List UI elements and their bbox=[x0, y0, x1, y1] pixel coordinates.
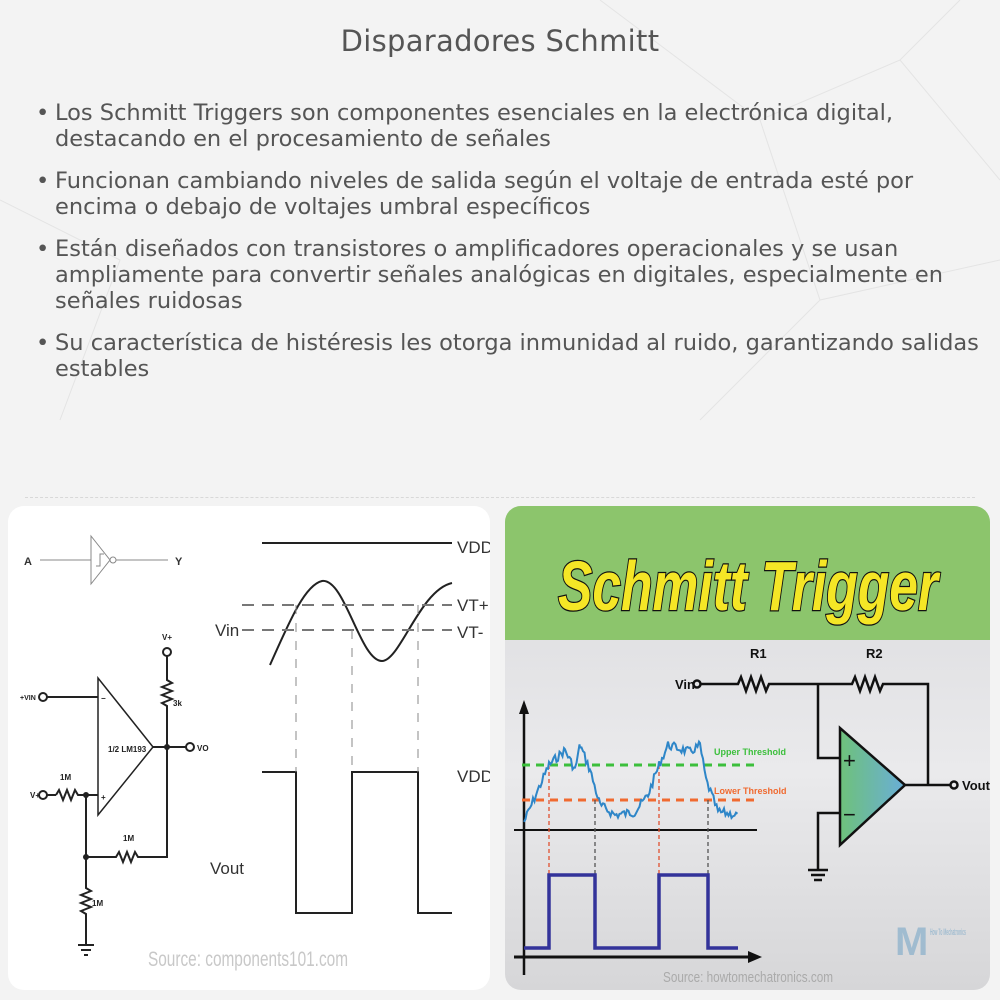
howtomechatronics-logo: M How To Mechatronics bbox=[895, 920, 966, 964]
schmitt-diagram-right: Schmitt Trigger Vin R1 R2 Vout + − bbox=[514, 546, 990, 986]
svg-text:M: M bbox=[895, 920, 928, 964]
bullet-item: •Los Schmitt Triggers son componentes es… bbox=[34, 100, 984, 152]
page-title: Disparadores Schmitt bbox=[340, 24, 660, 58]
r-feedback-label: 1M bbox=[123, 834, 134, 843]
vdd-top-label: VDD bbox=[457, 538, 490, 557]
vin-waveform bbox=[269, 579, 453, 666]
gate-output-label: Y bbox=[175, 556, 183, 568]
vo-label: VO bbox=[197, 744, 209, 753]
square-output-signal bbox=[524, 873, 738, 950]
minus-sign: − bbox=[101, 694, 106, 703]
bullet-item: •Su característica de histéresis les oto… bbox=[34, 330, 984, 382]
bullet-list: •Los Schmitt Triggers son componentes es… bbox=[34, 100, 984, 398]
lm193-circuit bbox=[38, 647, 195, 956]
vin-label: Vin bbox=[675, 677, 695, 692]
minus-sign: − bbox=[843, 802, 856, 827]
bullet-dot: • bbox=[36, 330, 50, 356]
bullet-text: Los Schmitt Triggers son componentes ese… bbox=[55, 100, 894, 152]
components101-diagram-image: A Y VDD VT+ VT- Vin VDD Vout 1/2 LM193 − bbox=[8, 506, 490, 990]
image-header-band bbox=[505, 506, 990, 640]
vplus-top-label: V+ bbox=[162, 633, 172, 642]
bullet-text: Su característica de histéresis les otor… bbox=[55, 330, 979, 382]
vout-label: Vout bbox=[210, 859, 244, 878]
bullet-dot: • bbox=[36, 100, 50, 126]
source-caption: Source: howtomechatronics.com bbox=[663, 969, 833, 986]
source-caption: Source: components101.com bbox=[148, 948, 348, 971]
vin-label: Vin bbox=[215, 621, 239, 640]
schmitt-gate-symbol bbox=[40, 534, 168, 586]
vin-terminal-label: +VIN bbox=[20, 695, 36, 702]
bullet-dot: • bbox=[36, 236, 50, 262]
divider bbox=[25, 497, 975, 498]
opamp-circuit bbox=[692, 673, 959, 882]
vplus-left-label: V+ bbox=[30, 791, 40, 800]
waveform-graph bbox=[514, 700, 762, 975]
upper-threshold-label: Upper Threshold bbox=[714, 747, 786, 757]
r-ground-label: 1M bbox=[92, 899, 103, 908]
r-input-label: 1M bbox=[60, 773, 71, 782]
bullet-text: Están diseñados con transistores o ampli… bbox=[55, 236, 944, 314]
bullet-text: Funcionan cambiando niveles de salida se… bbox=[55, 168, 914, 220]
vt-minus-label: VT- bbox=[457, 623, 483, 642]
plus-sign: + bbox=[843, 748, 856, 773]
image-heading: Schmitt Trigger bbox=[558, 547, 941, 625]
bullet-item: •Funcionan cambiando niveles de salida s… bbox=[34, 168, 984, 220]
gate-input-label: A bbox=[24, 556, 32, 568]
bullet-dot: • bbox=[36, 168, 50, 194]
vdd-out-label: VDD bbox=[457, 767, 490, 786]
bullet-item: •Están diseñados con transistores o ampl… bbox=[34, 236, 984, 314]
noisy-input-signal bbox=[523, 739, 739, 823]
opamp-label: 1/2 LM193 bbox=[108, 745, 147, 754]
plus-sign: + bbox=[101, 793, 106, 802]
r1-label: R1 bbox=[750, 646, 767, 661]
vout-label: Vout bbox=[962, 778, 990, 793]
schmitt-diagram-left: A Y VDD VT+ VT- Vin VDD Vout 1/2 LM193 − bbox=[20, 534, 490, 971]
r-pullup-label: 3k bbox=[173, 699, 182, 708]
svg-text:How To Mechatronics: How To Mechatronics bbox=[930, 927, 966, 937]
r2-label: R2 bbox=[866, 646, 883, 661]
lower-threshold-label: Lower Threshold bbox=[714, 786, 787, 796]
howtomechatronics-diagram-image: Schmitt Trigger Vin R1 R2 Vout + − bbox=[505, 506, 990, 990]
vt-plus-label: VT+ bbox=[457, 596, 489, 615]
vout-waveform bbox=[262, 771, 452, 914]
